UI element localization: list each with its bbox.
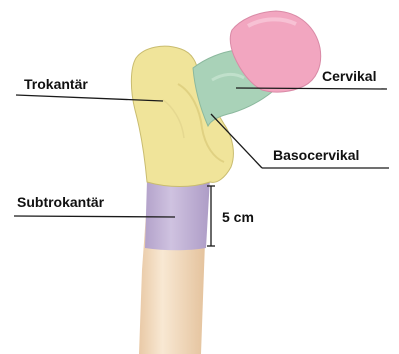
cervical-label: Cervikal [322,68,376,84]
basocervical-label: Basocervikal [273,147,359,163]
subtrochanter-label: Subtrokantär [17,194,105,210]
subtrochanteric-region [145,178,210,250]
trochanter-label: Trokantär [24,76,88,92]
distance-label: 5 cm [222,209,254,225]
